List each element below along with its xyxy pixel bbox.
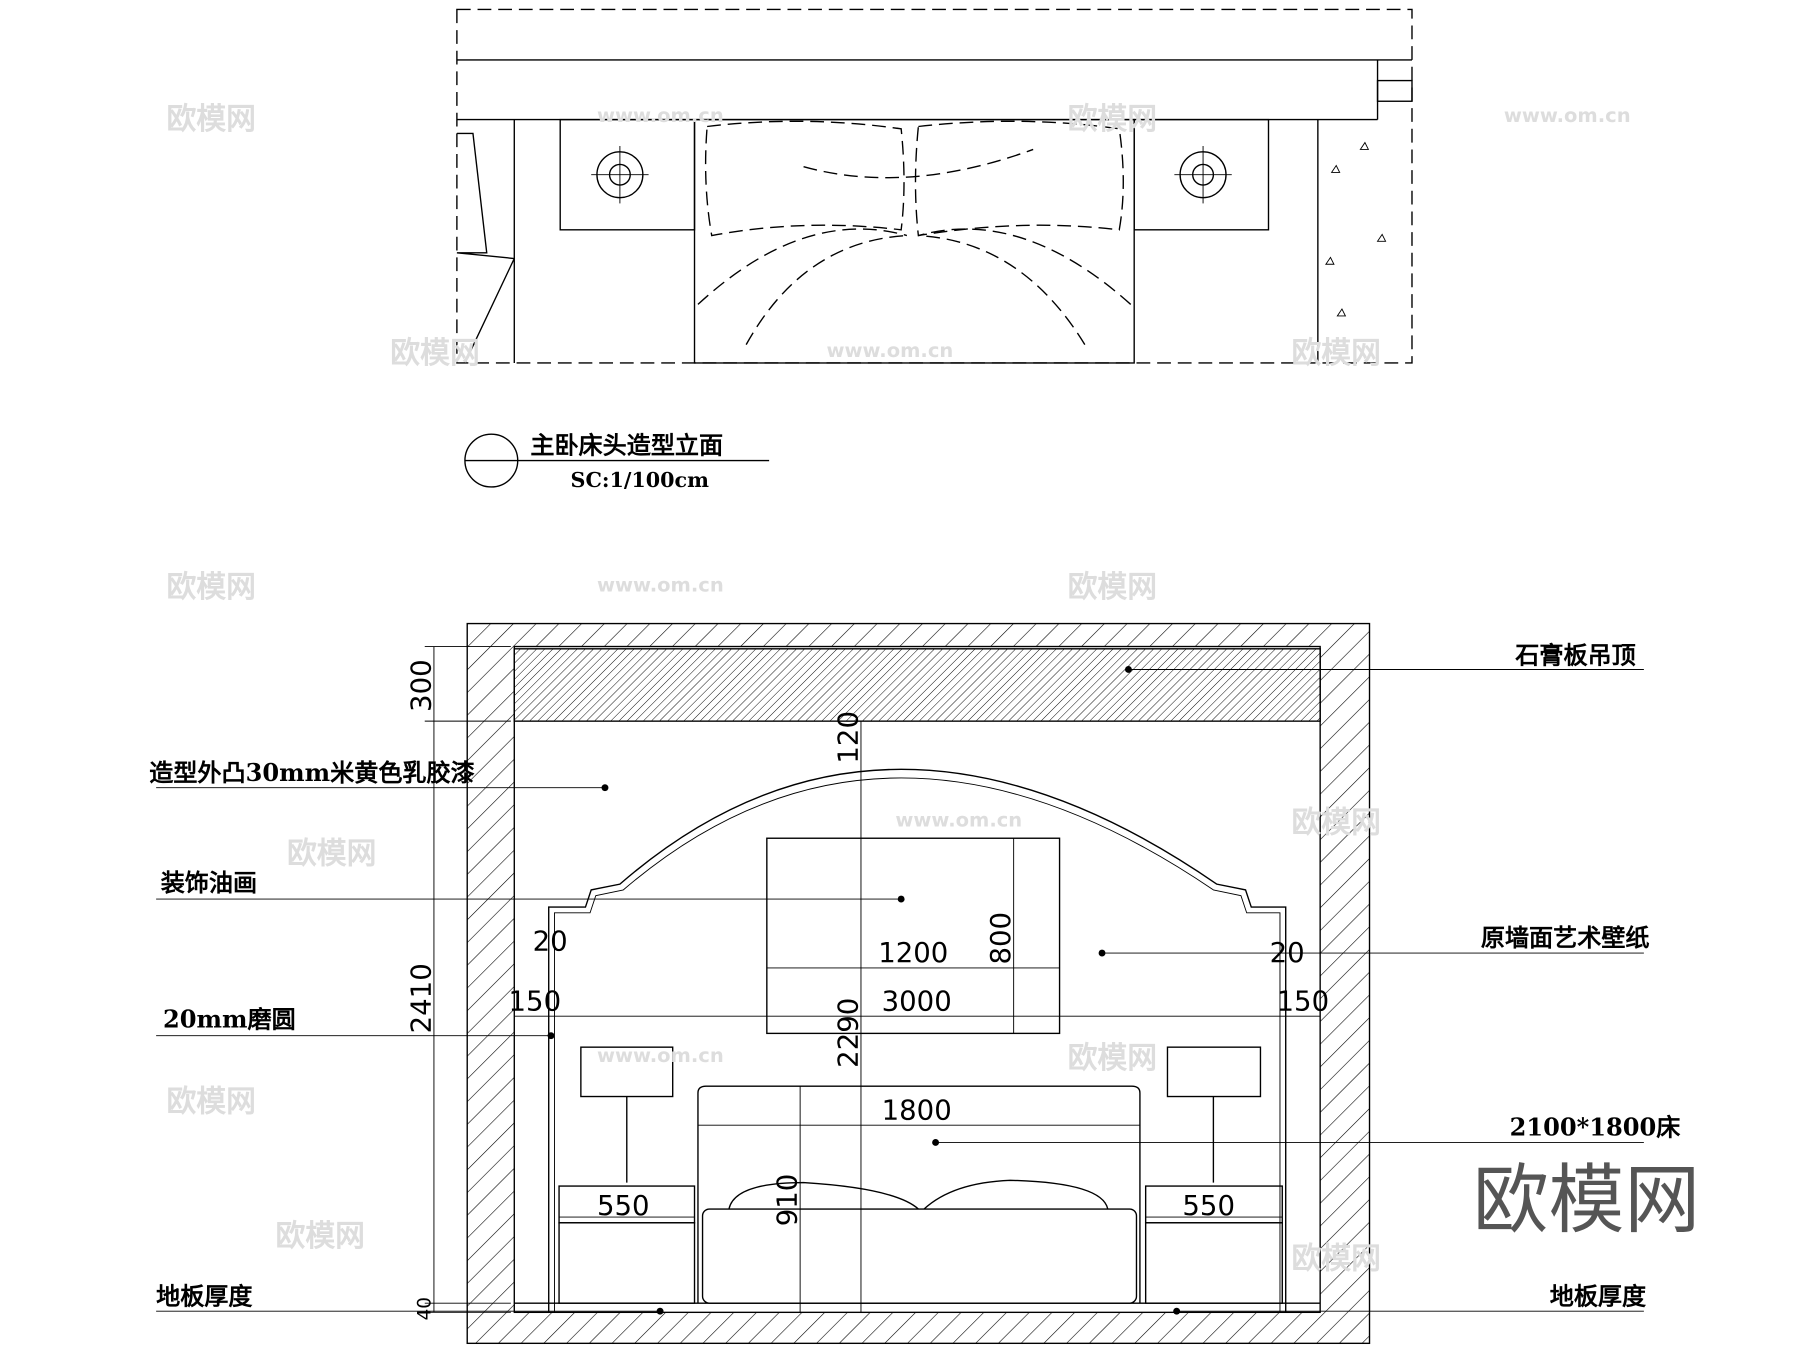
svg-text:150: 150 (1277, 985, 1330, 1017)
lamp-icon (591, 146, 649, 204)
svg-text:欧模网: 欧模网 (390, 336, 479, 371)
svg-text:www.om.cn: www.om.cn (597, 1044, 724, 1067)
gypsum-ceiling (513, 648, 1321, 722)
svg-text:欧模网: 欧模网 (166, 102, 255, 137)
top-plan-view (456, 8, 1413, 364)
svg-text:www.om.cn: www.om.cn (597, 104, 724, 127)
svg-text:欧模网: 欧模网 (1291, 805, 1380, 840)
svg-text:www.om.cn: www.om.cn (1504, 104, 1631, 127)
svg-text:欧模网: 欧模网 (166, 570, 255, 605)
svg-text:欧模网: 欧模网 (1068, 1041, 1157, 1076)
svg-text:20: 20 (533, 926, 568, 958)
svg-text:www.om.cn: www.om.cn (597, 573, 724, 596)
svg-text:www.om.cn: www.om.cn (895, 809, 1022, 832)
svg-text:欧模网: 欧模网 (1068, 102, 1157, 137)
svg-text:www.om.cn: www.om.cn (827, 339, 954, 362)
svg-text:1200: 1200 (878, 937, 948, 969)
svg-text:2410: 2410 (405, 963, 437, 1033)
svg-text:欧模网: 欧模网 (1068, 570, 1157, 605)
svg-text:欧模网: 欧模网 (1291, 1242, 1380, 1277)
brand-logo: 欧模网 (1473, 1156, 1700, 1244)
svg-text:150: 150 (509, 985, 562, 1017)
svg-text:欧模网: 欧模网 (276, 1219, 365, 1254)
svg-text:300: 300 (405, 659, 437, 712)
svg-text:3000: 3000 (882, 985, 952, 1017)
callouts: 石膏板吊顶 造型外凸30mm米黄色乳胶漆 装饰油画 原墙面艺术壁纸 20mm磨圆… (149, 641, 1681, 1315)
label-painting: 装饰油画 (161, 868, 257, 897)
elevation-view (424, 622, 1371, 1345)
svg-text:欧模网: 欧模网 (166, 1084, 255, 1119)
label-bed: 2100*1800床 (1510, 1113, 1682, 1142)
drawing-title: 主卧床头造型立面 SC:1/100cm (464, 431, 770, 492)
svg-text:120: 120 (833, 711, 865, 764)
dimensions: 300 120 2410 2290 1200 800 3000 1800 20 … (405, 659, 1329, 1320)
label-wallpaper: 原墙面艺术壁纸 (1481, 923, 1650, 952)
svg-text:800: 800 (985, 912, 1017, 965)
title-name: 主卧床头造型立面 (530, 431, 723, 460)
oil-painting (766, 837, 1061, 1035)
svg-text:欧模网: 欧模网 (287, 836, 376, 871)
bed (697, 1085, 1141, 1304)
arch (548, 768, 1287, 1313)
label-floor-left: 地板厚度 (156, 1281, 253, 1310)
svg-text:550: 550 (1182, 1190, 1235, 1222)
label-arch-paint: 造型外凸30mm米黄色乳胶漆 (149, 758, 474, 787)
watermarks: 欧模网 欧模网 www.om.cn www.om.cn 欧模网 欧模网 www.… (166, 102, 1630, 1277)
svg-text:2290: 2290 (833, 998, 865, 1068)
title-scale: SC:1/100cm (571, 468, 710, 492)
label-ceiling: 石膏板吊顶 (1514, 641, 1635, 670)
svg-text:550: 550 (597, 1190, 650, 1222)
lamp-icon (1174, 146, 1232, 204)
svg-text:40: 40 (414, 1297, 435, 1320)
label-floor-right: 地板厚度 (1550, 1281, 1647, 1310)
svg-text:1800: 1800 (882, 1094, 952, 1126)
label-rounding: 20mm磨圆 (163, 1005, 296, 1034)
svg-text:欧模网: 欧模网 (1291, 336, 1380, 371)
svg-text:910: 910 (772, 1174, 804, 1227)
